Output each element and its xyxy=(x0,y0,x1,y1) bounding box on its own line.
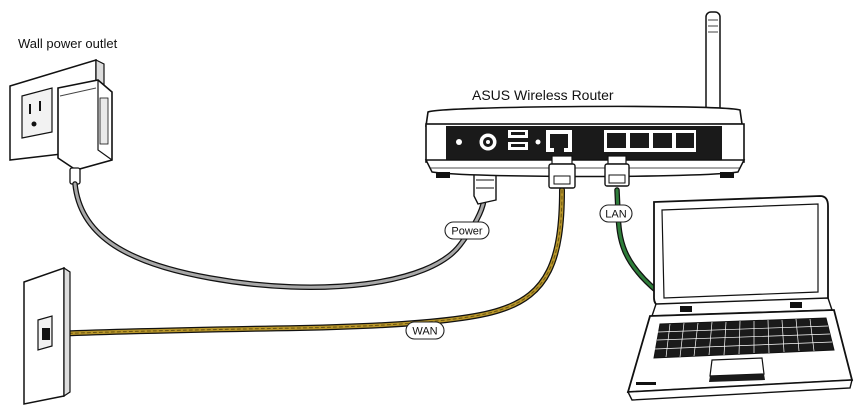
lan-label-pill: LAN xyxy=(599,204,633,223)
wall-data-jack xyxy=(23,266,71,405)
wan-label: WAN xyxy=(412,326,437,338)
wan-label-pill: WAN xyxy=(405,321,445,340)
power-adapter xyxy=(57,79,113,185)
wall-outlet-label: Wall power outlet xyxy=(18,36,118,51)
router-label: ASUS Wireless Router xyxy=(472,87,614,103)
laptop xyxy=(626,195,854,401)
laptop-keyboard xyxy=(653,317,835,359)
wan-plug xyxy=(548,155,576,189)
laptop-touchpad xyxy=(709,357,765,377)
power-label: Power xyxy=(451,226,483,238)
power-label-pill: Power xyxy=(444,221,490,240)
wireless-router xyxy=(424,11,746,178)
lan-label: LAN xyxy=(605,209,626,221)
lan-plug xyxy=(604,155,630,187)
